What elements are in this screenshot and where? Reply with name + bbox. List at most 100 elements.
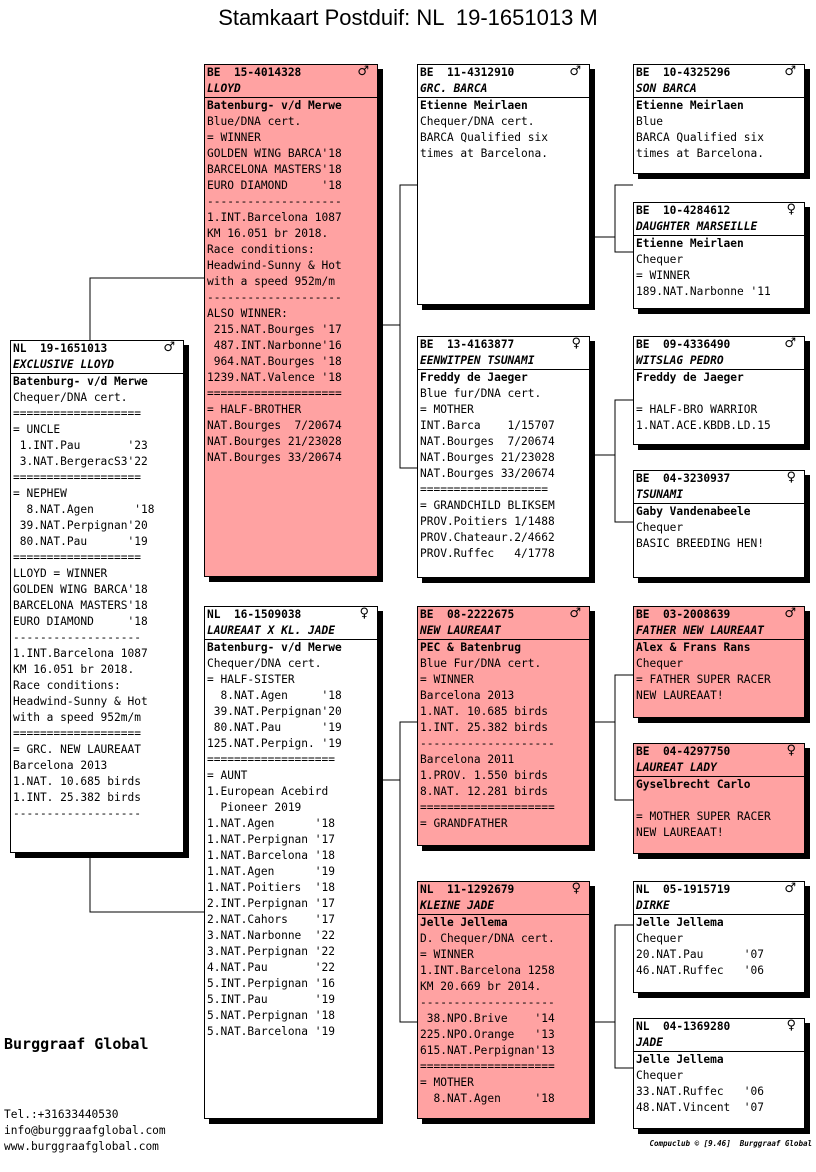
card-text-line: KM 16.051 br 2018. (207, 227, 329, 240)
ring-number: BE 13-4163877♀ (420, 336, 581, 351)
card-text-line: 1.INT.Barcelona 1087 (13, 647, 148, 660)
card-text-line: 1.INT. 25.382 birds (420, 721, 548, 734)
card-text-line: 1.NAT.Agen '18 (207, 817, 335, 830)
card-text-line: 189.NAT.Narbonne '11 (636, 285, 771, 298)
card-text-line: Headwind-Sunny & Hot (13, 695, 148, 708)
brand-name: Burggraaf Global (4, 1035, 149, 1053)
ring-number: BE 11-4312910♂ (420, 64, 581, 79)
owner-name: Jelle Jellema (636, 916, 724, 929)
card-text-line: GOLDEN WING BARCA'18 (13, 583, 148, 596)
contact-website: www.burggraafglobal.com (4, 1140, 159, 1153)
card-text-line: Chequer/DNA cert. (207, 657, 322, 670)
card-text-line: NEW LAUREAAT! (636, 826, 724, 839)
owner-name: Batenburg- v/d Merwe (13, 375, 148, 388)
card-text-line: NAT.Bourges 33/20674 (207, 451, 342, 464)
owner-name: Batenburg- v/d Merwe (207, 99, 342, 112)
pedigree-card-dsd: BE 04-4297750♀ LAUREAT LADY Gyselbrecht … (633, 743, 805, 854)
pedigree-card-ddd: NL 04-1369280♀ JADE Jelle Jellema Cheque… (633, 1018, 805, 1129)
connector-ds-parents (590, 674, 633, 801)
card-text-line: Chequer (636, 521, 684, 534)
card-text-line: = WINNER (420, 948, 474, 961)
card-text-line: with a speed 952m/m (13, 711, 141, 724)
pedigree-card-dam-dam: NL 11-1292679♀ KLEINE JADE Jelle Jellema… (417, 881, 590, 1119)
owner-name: Jelle Jellema (420, 916, 508, 929)
owner-name: Etienne Meirlaen (420, 99, 528, 112)
pigeon-name: GRC. BARCA (418, 81, 589, 98)
page-title: Stamkaart Postduif: NL 19-1651013 M (218, 5, 598, 30)
card-text-line: 48.NAT.Vincent '07 (636, 1101, 764, 1114)
card-text-line: 4.NAT.Pau '22 (207, 961, 335, 974)
card-text-line: INT.Barca 1/15707 (420, 419, 555, 432)
card-text-line: 1.INT.Barcelona 1258 (420, 964, 555, 977)
owner-name: Etienne Meirlaen (636, 99, 744, 112)
connector-dd-parents (590, 924, 633, 1069)
card-text-line: KM 20.669 br 2014. (420, 980, 542, 993)
owner-name: Freddy de Jaeger (420, 371, 528, 384)
card-text-line: = UNCLE (13, 423, 61, 436)
card-text-line: -------------------- (420, 996, 555, 1009)
ring-number: NL 19-1651013♂ (13, 340, 175, 355)
card-text-line: BARCA Qualified six (420, 131, 548, 144)
card-text-line: = NEPHEW (13, 487, 67, 500)
pedigree-card-subject: NL 19-1651013♂ EXCLUSIVE LLOYD Batenburg… (10, 340, 184, 853)
connector-ss-parents (590, 184, 633, 253)
card-text-line: 5.NAT.Perpignan '18 (207, 1009, 335, 1022)
pigeon-name: TSUNAMI (634, 487, 804, 504)
card-text-line: 39.NAT.Perpignan'20 (207, 705, 342, 718)
ring-number: NL 04-1369280♀ (636, 1018, 796, 1033)
contact-phone: Tel.:+31633440530 (4, 1108, 119, 1121)
card-text-line: ==================== (420, 801, 555, 814)
card-text-line (636, 386, 802, 402)
card-text-line: -------------------- (207, 195, 342, 208)
connector-subject-dam (89, 853, 204, 913)
pigeon-name: LLOYD (205, 81, 377, 98)
sex-icon: ♀ (571, 881, 581, 896)
ring-number: BE 09-4336490♂ (636, 336, 796, 351)
card-text-line: times at Barcelona. (636, 147, 764, 160)
card-text-line: 3.NAT.BergeracS3'22 (13, 455, 148, 468)
card-text-line: ==================== (207, 387, 342, 400)
card-text-line: Headwind-Sunny & Hot (207, 259, 342, 272)
ring-number: NL 16-1509038♀ (207, 606, 369, 621)
card-text-line: NAT.Bourges 7/20674 (207, 419, 342, 432)
card-text-line: 3.NAT.Perpignan '22 (207, 945, 335, 958)
card-text-line: ------------------- (13, 631, 141, 644)
card-text-line: Race conditions: (207, 243, 315, 256)
card-text-line: 1.NAT.Agen '19 (207, 865, 335, 878)
card-text-line: 33.NAT.Ruffec '06 (636, 1085, 764, 1098)
pigeon-name: DAUGHTER MARSEILLE (634, 219, 804, 236)
pigeon-name: NEW LAUREAAT (418, 623, 589, 640)
card-text-line: -------------------- (420, 737, 555, 750)
card-text-line: ------------------- (13, 807, 141, 820)
card-text-line: Barcelona 2011 (420, 753, 515, 766)
card-text-line: D. Chequer/DNA cert. (420, 932, 555, 945)
card-text-line: = FATHER SUPER RACER (636, 673, 771, 686)
sex-icon: ♂ (569, 606, 581, 621)
card-text-line: Chequer/DNA cert. (13, 391, 128, 404)
card-text-line: Blue fur/DNA cert. (420, 387, 542, 400)
sex-icon: ♂ (163, 340, 175, 355)
card-text-line: NAT.Bourges 7/20674 (420, 435, 555, 448)
card-text-line: GOLDEN WING BARCA'18 (207, 147, 342, 160)
card-text-line: Pioneer 2019 (207, 801, 302, 814)
card-text-line: ALSO WINNER: (207, 307, 288, 320)
card-text-line: BARCA Qualified six (636, 131, 764, 144)
ring-number: NL 11-1292679♀ (420, 881, 581, 896)
pigeon-name: LAUREAAT X KL. JADE (205, 623, 377, 640)
card-text-line: 225.NPO.Orange '13 (420, 1028, 555, 1041)
card-text-line: 615.NAT.Perpignan'13 (420, 1044, 555, 1057)
sex-icon: ♂ (784, 606, 796, 621)
owner-name: PEC & Batenbrug (420, 641, 522, 654)
sex-icon: ♀ (359, 606, 369, 621)
card-text-line: Blue Fur/DNA cert. (420, 657, 542, 670)
card-text-line: = HALF-BROTHER (207, 403, 302, 416)
card-text-line: 46.NAT.Ruffec '06 (636, 964, 764, 977)
card-text-line: 38.NPO.Brive '14 (420, 1012, 555, 1025)
card-text-line: 5.NAT.Barcelona '19 (207, 1025, 335, 1038)
card-text-line: 964.NAT.Bourges '18 (207, 355, 342, 368)
card-text-line: LLOYD = WINNER (13, 567, 108, 580)
card-text-line: Chequer (636, 1069, 684, 1082)
card-text-line: = GRC. NEW LAUREAAT (13, 743, 141, 756)
pigeon-name: KLEINE JADE (418, 898, 589, 915)
card-text-line: Blue/DNA cert. (207, 115, 302, 128)
